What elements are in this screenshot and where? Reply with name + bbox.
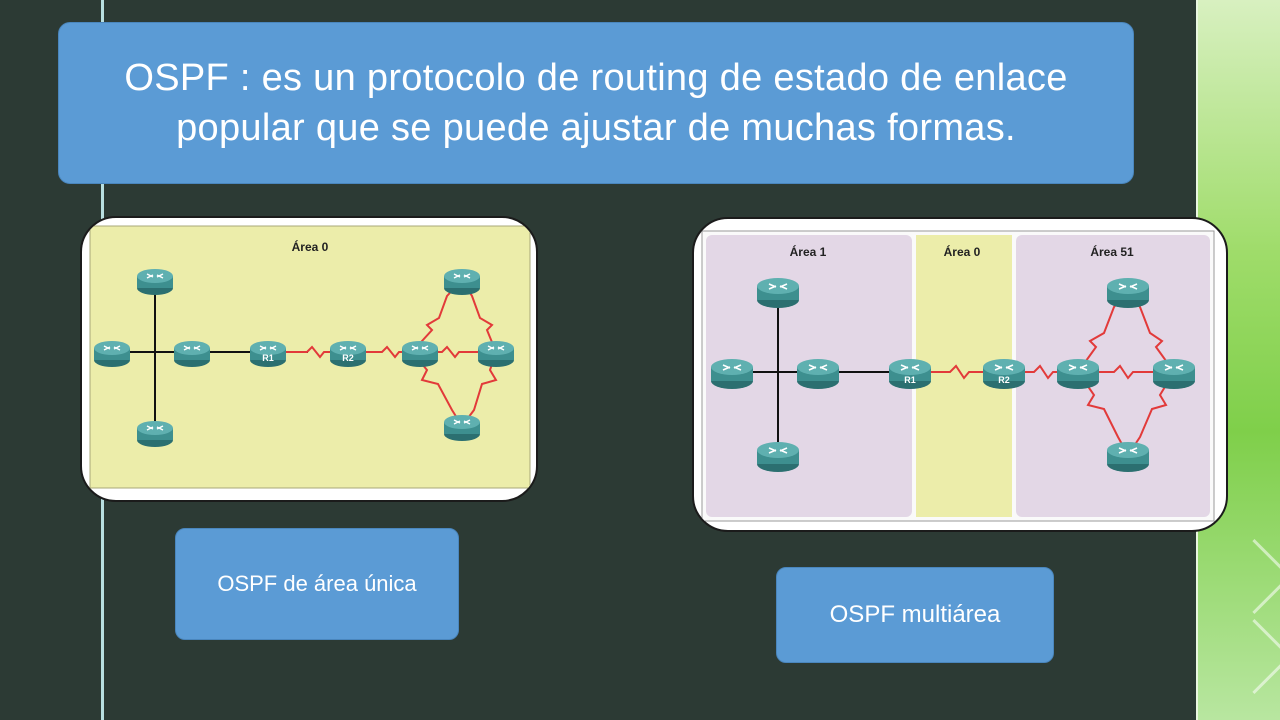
router-icon <box>1153 359 1195 389</box>
router-icon-r2: R2 <box>983 359 1025 389</box>
router-icon <box>137 269 173 295</box>
router-icon <box>478 341 514 367</box>
area-51-label: Área 51 <box>1090 244 1134 259</box>
area-0-label: Área 0 <box>944 244 981 259</box>
serial-links <box>282 279 498 427</box>
area-51-zone <box>1016 235 1210 517</box>
router-icon <box>444 269 480 295</box>
router-icon <box>1107 442 1149 472</box>
router-label-r1: R1 <box>262 353 274 363</box>
router-icon-r2: R2 <box>330 341 366 367</box>
router-icon <box>137 421 173 447</box>
multi-area-diagram: Área 1 Área 0 Área 51 <box>692 217 1228 532</box>
router-icon <box>757 442 799 472</box>
single-area-svg: Área 0 <box>89 225 531 489</box>
area-1-label: Área 1 <box>790 244 827 259</box>
router-icon-r1: R1 <box>889 359 931 389</box>
router-icon <box>444 415 480 441</box>
router-icons: R1 R2 <box>94 269 514 447</box>
router-icon <box>711 359 753 389</box>
area-0-label: Área 0 <box>292 239 329 254</box>
slide-title: OSPF : es un protocolo de routing de est… <box>124 57 1068 149</box>
router-icon-r1: R1 <box>250 341 286 367</box>
router-icon <box>174 341 210 367</box>
multi-area-svg: Área 1 Área 0 Área 51 <box>701 230 1215 522</box>
router-icon <box>1057 359 1099 389</box>
router-label-r2: R2 <box>342 353 354 363</box>
title-box: OSPF : es un protocolo de routing de est… <box>58 22 1134 184</box>
router-label-r1: R1 <box>904 375 916 385</box>
serial-links <box>924 290 1175 456</box>
single-area-diagram: Área 0 <box>80 216 538 502</box>
single-area-ospf-label: OSPF de área única <box>217 571 417 596</box>
router-icon <box>402 341 438 367</box>
single-area-ospf-button[interactable]: OSPF de área única <box>175 528 459 640</box>
router-label-r2: R2 <box>998 375 1010 385</box>
multi-area-ospf-label: OSPF multiárea <box>829 601 1001 628</box>
router-icon <box>797 359 839 389</box>
multi-area-ospf-button[interactable]: OSPF multiárea <box>776 567 1054 663</box>
router-icon <box>94 341 130 367</box>
router-icons: R1 R2 <box>711 278 1195 472</box>
router-icon <box>1107 278 1149 308</box>
router-icon <box>757 278 799 308</box>
